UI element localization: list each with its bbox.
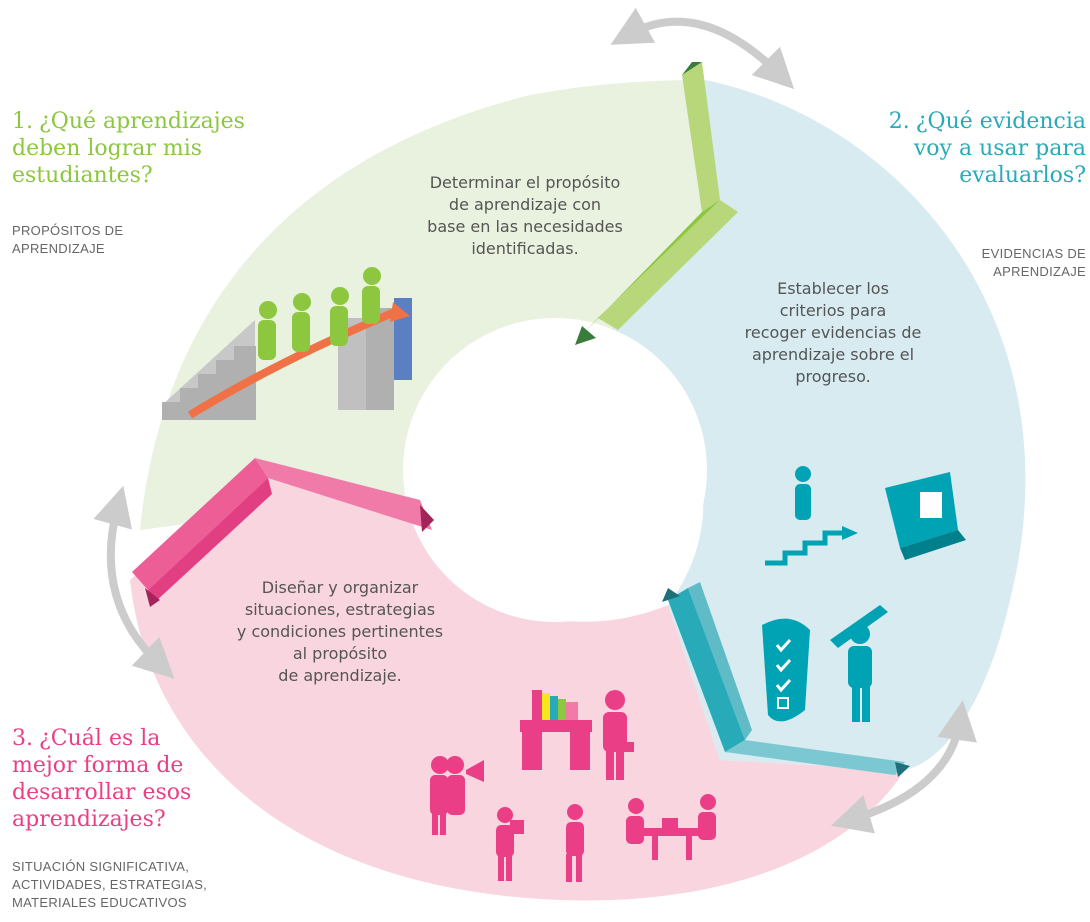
- step-3-question-line-3: desarrollar esos: [12, 780, 192, 805]
- step-1-description: Determinar el propósito de aprendizaje c…: [395, 172, 655, 260]
- step-1-description-line-4: identificadas.: [471, 239, 579, 258]
- step-2-question-line-2: voy a usar para: [913, 136, 1086, 161]
- step-3-description-line-5: de aprendizaje.: [278, 666, 402, 685]
- step-3-caption-line-3: MATERIALES EDUCATIVOS: [12, 895, 187, 910]
- step-2-description-line-4: aprendizaje sobre el: [751, 345, 915, 364]
- checklist-icon: [762, 618, 810, 722]
- step-3-description-line-4: al propósito: [292, 644, 388, 663]
- step-3-caption-line-2: ACTIVIDADES, ESTRATEGIAS,: [12, 877, 208, 892]
- step-1-caption-line-2: APRENDIZAJE: [12, 241, 105, 256]
- step-3-number: 3.: [12, 726, 33, 751]
- desk-with-folders-icon: [520, 690, 592, 770]
- step-3-caption: SITUACIÓN SIGNIFICATIVA, ACTIVIDADES, ES…: [12, 858, 207, 912]
- step-1-description-line-1: Determinar el propósito: [429, 173, 621, 192]
- person-carrying-box-icon: [496, 807, 524, 881]
- step-2-description: Establecer los criterios para recoger ev…: [718, 278, 948, 388]
- person-climbing-steps-icon: [765, 466, 858, 566]
- step-2-description-line-3: recoger evidencias de: [744, 323, 922, 342]
- people-climbing-stairs-icon: [162, 267, 412, 420]
- step-2-number: 2.: [888, 109, 910, 134]
- person-with-pencil-icon: [830, 605, 888, 722]
- step-3-description-line-2: situaciones, estrategias: [244, 600, 436, 619]
- step-3-description-line-1: Diseñar y organizar: [261, 578, 419, 597]
- step-3-question-line-1: ¿Cuál es la: [39, 726, 161, 751]
- step-3-question: 3.¿Cuál es la mejor forma de desarrollar…: [12, 725, 191, 833]
- teal-segment: [600, 80, 1026, 770]
- step-3-caption-line-1: SITUACIÓN SIGNIFICATIVA,: [12, 859, 190, 874]
- step-1-question-line-1: ¿Qué aprendizajes: [39, 109, 245, 134]
- step-2-caption-line-2: APRENDIZAJE: [993, 264, 1086, 279]
- step-3-question-line-4: aprendizajes?: [12, 807, 166, 832]
- laptop-icon: [885, 472, 966, 560]
- step-1-caption: PROPÓSITOS DE APRENDIZAJE: [12, 222, 123, 258]
- step-2-question-line-1: ¿Qué evidencia: [915, 109, 1086, 134]
- person-with-briefcase-icon: [603, 690, 634, 780]
- left-cycle-arrow: [93, 485, 175, 679]
- step-1-description-line-3: base en las necesidades: [427, 217, 623, 236]
- bottom-right-cycle-arrow: [830, 700, 977, 834]
- person-walking-icon: [566, 804, 584, 882]
- step-2-description-line-1: Establecer los: [777, 279, 889, 298]
- step-2-caption-line-1: EVIDENCIAS DE: [981, 246, 1086, 261]
- step-3-description: Diseñar y organizar situaciones, estrate…: [210, 577, 470, 687]
- green-segment: [140, 80, 715, 530]
- step-3-description-line-3: y condiciones pertinentes: [236, 622, 444, 641]
- step-2-caption: EVIDENCIAS DE APRENDIZAJE: [982, 245, 1086, 281]
- step-3-question-line-2: mejor forma de: [12, 753, 184, 778]
- step-2-question-line-3: evaluarlos?: [959, 163, 1086, 188]
- step-2-description-line-5: progreso.: [795, 367, 871, 386]
- people-at-table-icon: [626, 794, 716, 860]
- center-circle: [403, 318, 707, 622]
- step-1-description-line-2: de aprendizaje con: [448, 195, 602, 214]
- top-cycle-arrow: [610, 7, 795, 90]
- people-megaphone-icon: [430, 756, 484, 835]
- pink-segment: [130, 465, 905, 901]
- step-1-number: 1.: [12, 109, 33, 134]
- step-1-question-line-2: deben lograr mis: [12, 136, 203, 161]
- step-2-description-line-2: criterios para: [779, 301, 887, 320]
- step-1-question: 1.¿Qué aprendizajes deben lograr mis est…: [12, 108, 245, 189]
- step-2-question: 2.¿Qué evidencia voy a usar para evaluar…: [889, 108, 1086, 189]
- step-1-caption-line-1: PROPÓSITOS DE: [12, 223, 124, 238]
- step-1-question-line-3: estudiantes?: [12, 163, 153, 188]
